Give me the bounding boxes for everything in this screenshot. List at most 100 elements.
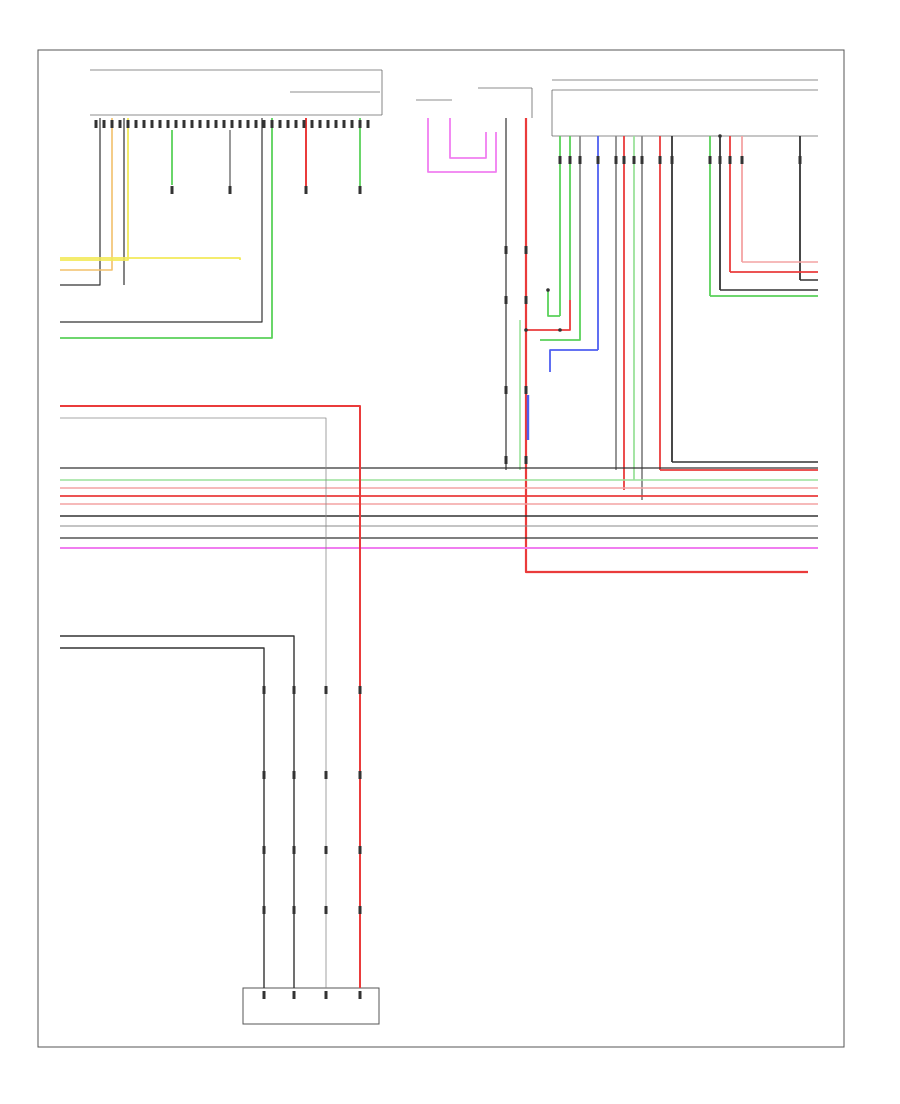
connector-pin — [310, 120, 314, 128]
connector-pin — [118, 120, 122, 128]
connector-terminal — [262, 686, 266, 694]
wire-pink — [427, 118, 497, 173]
connector-terminal — [578, 156, 582, 164]
connector-terminal — [740, 156, 744, 164]
connector-pin — [190, 120, 194, 128]
connector-pin — [230, 120, 234, 128]
connector-pin — [342, 120, 346, 128]
connector-terminal — [324, 991, 328, 999]
diagram-frame — [37, 49, 845, 1048]
connector-terminal — [632, 156, 636, 164]
connector-terminal — [358, 771, 362, 779]
wire-splice-point — [718, 134, 722, 138]
connector-terminal — [324, 846, 328, 854]
connector-pin — [206, 120, 210, 128]
connector-terminal — [622, 156, 626, 164]
connector-block-top-right — [551, 79, 818, 137]
connector-terminal — [718, 156, 722, 164]
connector-pin — [214, 120, 218, 128]
wire-layer — [60, 118, 818, 988]
connector-terminal — [358, 846, 362, 854]
connector-terminal — [324, 906, 328, 914]
wire-markings — [94, 120, 802, 999]
connector-pin — [110, 120, 114, 128]
wire-gray — [60, 417, 327, 988]
connector-pin — [174, 120, 178, 128]
connector-pin — [166, 120, 170, 128]
connector-terminal — [504, 386, 508, 394]
wire-black — [60, 635, 295, 988]
connector-terminal — [524, 246, 528, 254]
connector-pin — [198, 120, 202, 128]
wire-black — [60, 118, 263, 323]
wire-yellow — [60, 118, 129, 261]
connector-terminal — [670, 156, 674, 164]
connector-terminal — [262, 906, 266, 914]
connector-terminal — [228, 186, 232, 194]
connector-terminal — [262, 771, 266, 779]
connector-terminal — [708, 156, 712, 164]
connector-terminal — [292, 906, 296, 914]
connector-terminal — [324, 771, 328, 779]
connector-pin — [366, 120, 370, 128]
wire-yellow — [60, 257, 241, 260]
wire-orange — [60, 118, 113, 271]
connector-terminal — [504, 456, 508, 464]
connector-pin — [294, 120, 298, 128]
connector-terminal — [614, 156, 618, 164]
connector-terminal — [292, 686, 296, 694]
connector-terminal — [558, 156, 562, 164]
wire-splice-point — [524, 328, 528, 332]
connector-terminal — [658, 156, 662, 164]
connector-terminal — [292, 991, 296, 999]
wire-blue — [549, 349, 598, 372]
connector-terminal — [568, 156, 572, 164]
connector-block-top-middle — [416, 87, 533, 118]
connector-terminal — [262, 846, 266, 854]
wire-splice-point — [546, 288, 550, 292]
connector-terminal — [798, 156, 802, 164]
connector-terminal — [170, 186, 174, 194]
connector-pin — [262, 120, 266, 128]
connector-terminal — [358, 906, 362, 914]
wire-black — [60, 647, 265, 988]
wire-green — [547, 290, 560, 317]
connector-pin — [326, 120, 330, 128]
connector-terminal — [324, 686, 328, 694]
connector-terminal — [292, 846, 296, 854]
wire-green — [60, 118, 273, 339]
connector-pin — [158, 120, 162, 128]
connector-terminal — [524, 296, 528, 304]
connector-pin — [254, 120, 258, 128]
connector-pin — [94, 120, 98, 128]
connector-terminal — [596, 156, 600, 164]
connector-pin — [350, 120, 354, 128]
wire-pink — [449, 118, 487, 159]
connector-pin — [358, 120, 362, 128]
connector-pin — [126, 120, 130, 128]
wire-green — [540, 290, 581, 341]
wire-red — [524, 118, 808, 574]
wire-black — [60, 118, 101, 286]
connector-pin — [238, 120, 242, 128]
connector-terminal — [524, 386, 528, 394]
connector-pin — [102, 120, 106, 128]
connector-terminal — [504, 296, 508, 304]
connector-pin — [278, 120, 282, 128]
connector-pin — [334, 120, 338, 128]
connector-terminal — [358, 991, 362, 999]
connector-pin — [270, 120, 274, 128]
connector-terminal — [728, 156, 732, 164]
connector-pin — [142, 120, 146, 128]
wire-red — [526, 300, 571, 331]
connector-block-bottom — [242, 987, 380, 1025]
connector-pin — [150, 120, 154, 128]
connector-terminal — [504, 246, 508, 254]
connector-pin — [302, 120, 306, 128]
connector-terminal — [304, 186, 308, 194]
connector-pin — [286, 120, 290, 128]
wire-red — [60, 405, 361, 988]
connector-terminal — [262, 991, 266, 999]
